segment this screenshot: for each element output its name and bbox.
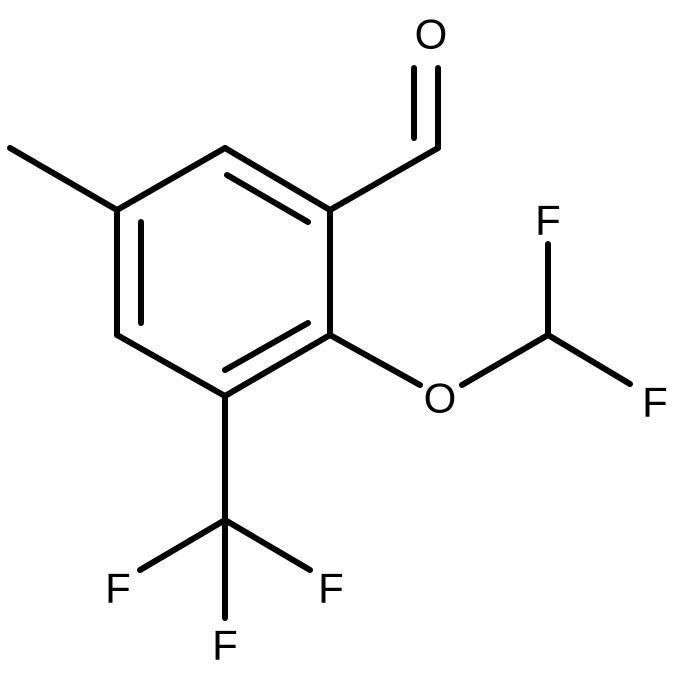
ring-bond-c1-c2 xyxy=(222,145,333,213)
ring-bond-c1-c2-inner xyxy=(224,172,311,225)
ring-bond-c3-c4 xyxy=(222,332,333,399)
ring-bond-c6-c1 xyxy=(114,145,228,213)
difluoromethyl-f-right-label: F xyxy=(642,379,668,426)
ring-bond-c3-c4-inner xyxy=(222,320,311,373)
ether-oxygen-label: O xyxy=(424,375,457,422)
difluoromethyl-f-top-label: F xyxy=(535,197,561,244)
aldehyde-oxygen-label: O xyxy=(415,11,448,58)
trifluoromethyl-f-right-label: F xyxy=(318,565,344,612)
ether-bond-chf2 xyxy=(459,332,551,388)
cf3-bond-f-left xyxy=(137,517,228,573)
aldehyde-bond xyxy=(327,145,441,213)
trifluoromethyl-f-left-label: F xyxy=(105,565,131,612)
methyl-bond xyxy=(7,145,120,213)
ring-bond-c4-c5 xyxy=(114,332,228,399)
trifluoromethyl-f-bottom-label: F xyxy=(212,622,238,669)
cf3-bond-f-right xyxy=(222,517,313,573)
ether-bond-ring xyxy=(327,332,423,388)
chf2-bond-f-right xyxy=(545,332,633,387)
